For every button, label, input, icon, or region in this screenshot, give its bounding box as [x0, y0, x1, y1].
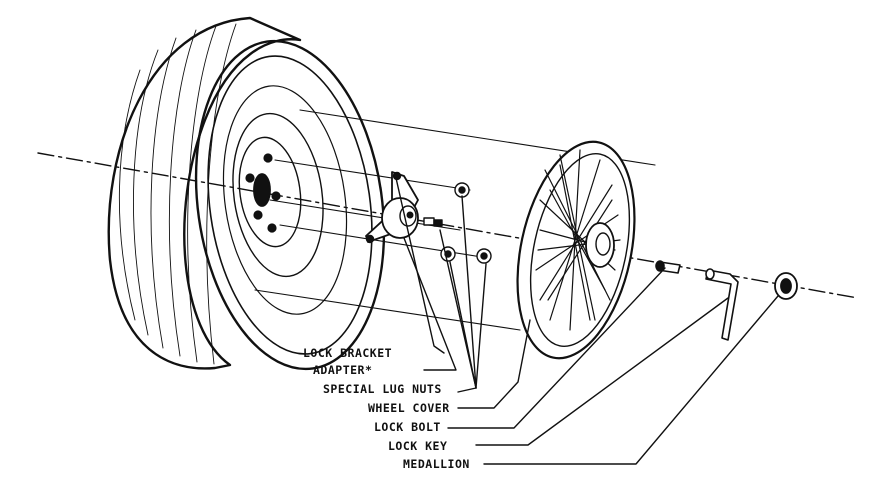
lock-key-part — [705, 268, 739, 341]
label-lock-bolt: LOCK BOLT — [374, 420, 441, 434]
tire — [107, 16, 386, 371]
label-medallion: MEDALLION — [403, 457, 470, 471]
label-wheel-cover: WHEEL COVER — [368, 401, 450, 415]
medallion-part — [774, 272, 798, 300]
leader-lines — [395, 177, 779, 465]
stud-hole — [245, 173, 255, 183]
stud-hole — [271, 191, 281, 201]
callout-labels: LOCK BRACKET ADAPTER* SPECIAL LUG NUTS W… — [303, 346, 470, 471]
label-lock-key: LOCK KEY — [388, 439, 447, 453]
center-axis — [37, 152, 859, 299]
wheel-rim — [207, 55, 373, 355]
stud-hole — [253, 210, 263, 220]
label-lock-bracket: LOCK BRACKET — [303, 346, 392, 360]
label-adapter: ADAPTER* — [313, 363, 372, 377]
wheel-cover-part — [516, 140, 636, 360]
adapter-part — [381, 197, 419, 239]
tire-tread — [118, 23, 237, 365]
stud-hole — [263, 153, 273, 163]
adapter-pins — [423, 217, 443, 227]
stud-hole — [267, 223, 277, 233]
lock-bolt-part — [655, 260, 681, 274]
label-special-lug-nuts: SPECIAL LUG NUTS — [323, 382, 442, 396]
